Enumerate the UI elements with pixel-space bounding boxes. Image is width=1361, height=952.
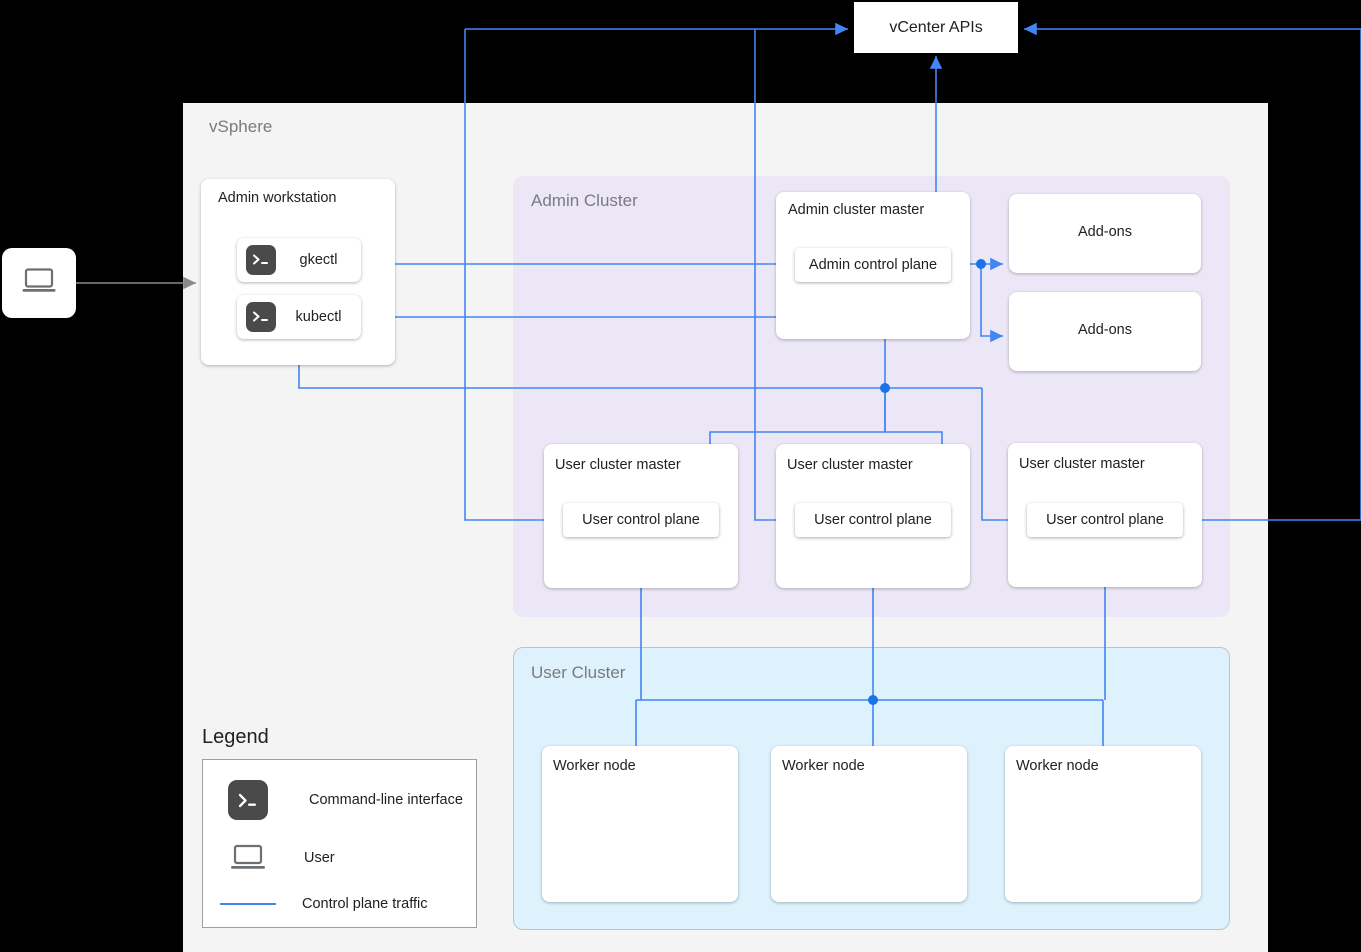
legend-label-cli: Command-line interface	[309, 792, 463, 808]
admin-cluster-label: Admin Cluster	[531, 191, 638, 210]
user-cluster-master-title-3: User cluster master	[1019, 456, 1145, 472]
addons-label-1: Add-ons	[1077, 224, 1132, 240]
user-laptop-box	[2, 248, 76, 318]
cli-kubectl[interactable]: kubectl	[237, 295, 361, 339]
worker-node-box-2[interactable]: Worker node	[771, 746, 967, 902]
cli-gkectl[interactable]: gkectl	[237, 238, 361, 282]
laptop-icon	[22, 267, 56, 299]
laptop-icon	[228, 844, 268, 872]
admin-control-plane-box[interactable]: Admin control plane	[795, 248, 951, 282]
user-control-plane-box-2[interactable]: User control plane	[795, 503, 951, 537]
legend-item-traffic: Control plane traffic	[220, 896, 427, 912]
legend-title: Legend	[202, 726, 269, 748]
worker-node-title-2: Worker node	[782, 758, 865, 774]
terminal-icon	[246, 245, 276, 275]
line-swatch-icon	[220, 903, 276, 905]
admin-cluster-master-title: Admin cluster master	[788, 202, 925, 218]
user-cluster-label: User Cluster	[531, 663, 626, 682]
user-control-plane-box-1[interactable]: User control plane	[563, 503, 719, 537]
legend-item-user: User	[228, 844, 335, 872]
cli-kubectl-label: kubectl	[295, 309, 342, 325]
addons-label-2: Add-ons	[1077, 322, 1132, 338]
worker-node-title-3: Worker node	[1016, 758, 1099, 774]
cli-gkectl-label: gkectl	[299, 252, 338, 268]
worker-node-box-3[interactable]: Worker node	[1005, 746, 1201, 902]
addons-box-1[interactable]: Add-ons	[1009, 194, 1201, 273]
legend-label-traffic: Control plane traffic	[302, 896, 428, 912]
legend-label-user: User	[304, 850, 335, 866]
user-cluster-master-title-2: User cluster master	[787, 457, 913, 473]
admin-workstation-title: Admin workstation	[218, 190, 337, 206]
worker-node-box-1[interactable]: Worker node	[542, 746, 738, 902]
worker-node-title-1: Worker node	[553, 758, 636, 774]
vsphere-label: vSphere	[209, 117, 273, 136]
addons-box-2[interactable]: Add-ons	[1009, 292, 1201, 371]
vcenter-apis-box[interactable]: vCenter APIs	[854, 2, 1018, 53]
user-control-plane-box-3[interactable]: User control plane	[1027, 503, 1183, 537]
terminal-icon	[246, 302, 276, 332]
legend-item-cli: Command-line interface	[228, 780, 463, 820]
user-cluster-master-title-1: User cluster master	[555, 457, 681, 473]
terminal-icon	[228, 780, 268, 820]
